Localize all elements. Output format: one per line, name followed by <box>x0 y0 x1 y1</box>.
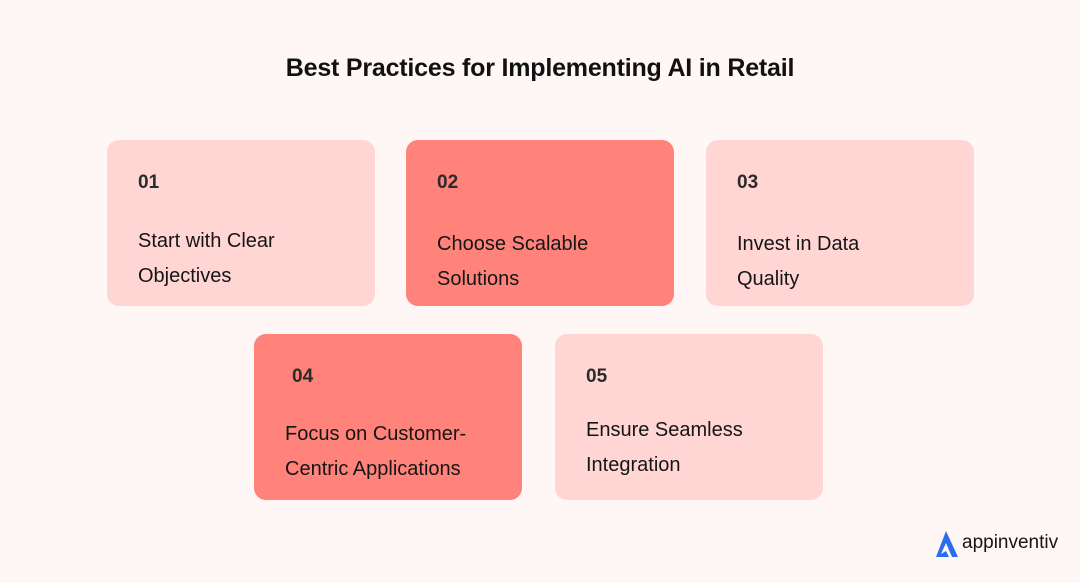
card-label: Invest in Data Quality <box>737 233 860 290</box>
page-title: Best Practices for Implementing AI in Re… <box>285 54 795 82</box>
card-01: 01 Start with Clear Objectives <box>107 140 375 306</box>
card-05: 05 Ensure Seamless Integration <box>555 334 823 500</box>
card-number: 05 <box>586 366 608 387</box>
card-number: 02 <box>437 172 459 193</box>
card-label: Start with Clear Objectives <box>138 230 275 287</box>
card-label: Focus on Customer-Centric Applications <box>285 423 467 480</box>
brand-name: appinventiv <box>962 532 1059 553</box>
card-label: Ensure Seamless Integration <box>586 419 743 476</box>
card-number: 04 <box>292 366 314 387</box>
card-label: Choose Scalable Solutions <box>437 233 589 290</box>
brand-logo: appinventiv <box>933 530 1058 558</box>
card-03: 03 Invest in Data Quality <box>706 140 974 306</box>
appinventiv-logo-icon <box>936 531 958 557</box>
card-number: 01 <box>138 172 160 193</box>
card-02: 02 Choose Scalable Solutions <box>406 140 674 306</box>
card-number: 03 <box>737 172 759 193</box>
card-04: 04 Focus on Customer-Centric Application… <box>254 334 522 500</box>
